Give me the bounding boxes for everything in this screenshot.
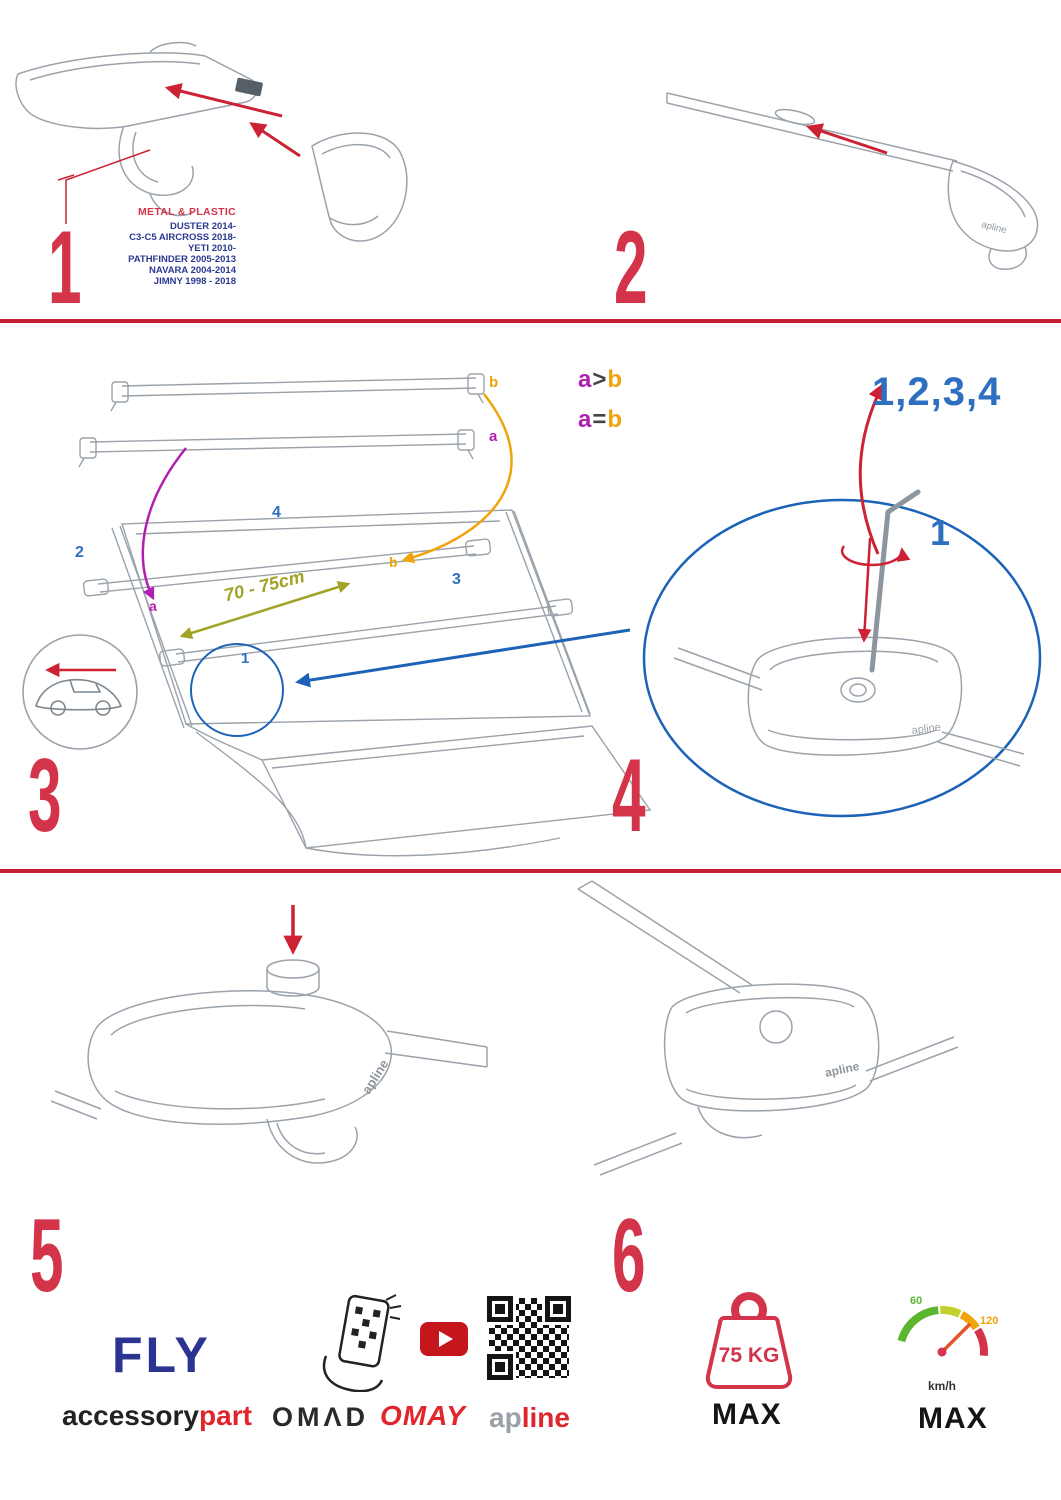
- speedometer-icon: 60 120 km/h: [897, 1295, 998, 1393]
- apline-logo: apline: [489, 1402, 570, 1434]
- vehicle-compatibility-list: METAL & PLASTIC DUSTER 2014- C3-C5 AIRCR…: [88, 206, 236, 287]
- youtube-icon: [420, 1322, 468, 1356]
- step1-number: 1: [48, 210, 82, 326]
- roof-label-b: b: [389, 554, 398, 570]
- distance-arrow: [179, 581, 351, 639]
- apline-mark: apline: [824, 1059, 861, 1080]
- bar-label-b: b: [489, 374, 499, 391]
- model-item: C3-C5 AIRCROSS 2018-: [129, 232, 236, 243]
- speed-tick-60: 60: [910, 1295, 922, 1307]
- formula-b: b: [607, 366, 624, 393]
- formula-op: =: [592, 406, 608, 433]
- omad-logo: OMΛD: [272, 1402, 369, 1432]
- omay-logo: OMAY: [380, 1400, 466, 1431]
- step1-clamp-drawing: [15, 41, 408, 242]
- car-inset-drawing: [35, 678, 123, 716]
- step2-number: 2: [614, 210, 648, 326]
- model-item: JIMNY 1998 - 2018: [153, 276, 236, 287]
- step3-number: 3: [28, 738, 62, 854]
- position-4-label: 4: [272, 504, 281, 521]
- max-weight-value: 75 KG: [719, 1344, 780, 1367]
- weight-max-label: MAX: [712, 1398, 782, 1431]
- step2-bar-drawing: apline: [666, 92, 1039, 270]
- blue-arrow-to-detail: [295, 628, 631, 688]
- roof-label-a: a: [149, 598, 157, 614]
- formula-a-eq-b: a=b: [578, 406, 623, 434]
- red-arrow-channel: [164, 83, 283, 118]
- red-arrow-pad: [249, 122, 301, 158]
- qr-finder: [487, 1296, 513, 1322]
- position-1-label: 1: [241, 650, 250, 667]
- purple-curve-a: [141, 447, 187, 601]
- apline-mark: apline: [359, 1057, 392, 1097]
- step6-mounted-drawing: apline: [577, 880, 959, 1176]
- accessorypart-part: part: [199, 1400, 252, 1431]
- red-leader-line: [65, 149, 151, 224]
- model-item: NAVARA 2004-2014: [149, 265, 236, 276]
- apline-mark: apline: [980, 219, 1007, 236]
- model-item: YETI 2010-: [187, 243, 236, 254]
- qr-finder: [487, 1354, 513, 1380]
- red-sequence-arrow: [858, 383, 884, 555]
- section-divider: [0, 319, 1061, 323]
- material-label: METAL & PLASTIC: [137, 206, 236, 218]
- formula-a-gt-b: a>b: [578, 366, 623, 394]
- magnify-circle: [190, 643, 284, 737]
- apline-ap: ap: [489, 1402, 522, 1433]
- sequence-callout-1: 1: [930, 512, 951, 553]
- bar-label-a: a: [489, 428, 498, 445]
- apline-mark: apline: [911, 721, 942, 736]
- model-item: PATHFINDER 2005-2013: [128, 254, 236, 265]
- logo-plate: [235, 77, 263, 97]
- formula-b: b: [607, 406, 624, 433]
- formula-op: >: [592, 366, 608, 393]
- red-press-arrow: [857, 537, 872, 643]
- scan-qr-phone-icon: [322, 1294, 402, 1392]
- tighten-sequence-label: 1,2,3,4: [872, 370, 1002, 414]
- step5-number: 5: [30, 1198, 64, 1314]
- qr-finder: [545, 1296, 571, 1322]
- step4-number: 4: [612, 738, 646, 854]
- detail-circle: [642, 498, 1042, 818]
- max-weight-icon: 75 KG: [705, 1292, 793, 1389]
- step3-roof-drawing: [22, 373, 652, 857]
- position-2-label: 2: [75, 544, 84, 561]
- step4-detail-drawing: apline: [642, 383, 1042, 818]
- speed-unit: km/h: [928, 1379, 956, 1393]
- step5-knob-drawing: apline: [50, 905, 488, 1164]
- formula-a: a: [578, 406, 593, 433]
- red-rotate-arrow: [840, 545, 911, 567]
- fly-logo: FLY: [112, 1327, 211, 1383]
- speed-tick-120: 120: [980, 1315, 998, 1327]
- qr-code-icon: [487, 1296, 571, 1380]
- formula-a: a: [578, 366, 593, 393]
- speed-max-label: MAX: [918, 1402, 988, 1435]
- orange-curve-b: [401, 393, 513, 564]
- apline-line: line: [521, 1402, 570, 1433]
- step6-number: 6: [612, 1198, 646, 1314]
- allen-key-icon: [869, 489, 921, 673]
- red-arrow-slot: [805, 123, 888, 155]
- position-3-label: 3: [452, 571, 461, 588]
- accessorypart-accessory: accessory: [62, 1400, 200, 1431]
- model-item: DUSTER 2014-: [170, 221, 236, 232]
- accessorypart-logo: accessorypart: [62, 1400, 252, 1432]
- section-divider: [0, 869, 1061, 873]
